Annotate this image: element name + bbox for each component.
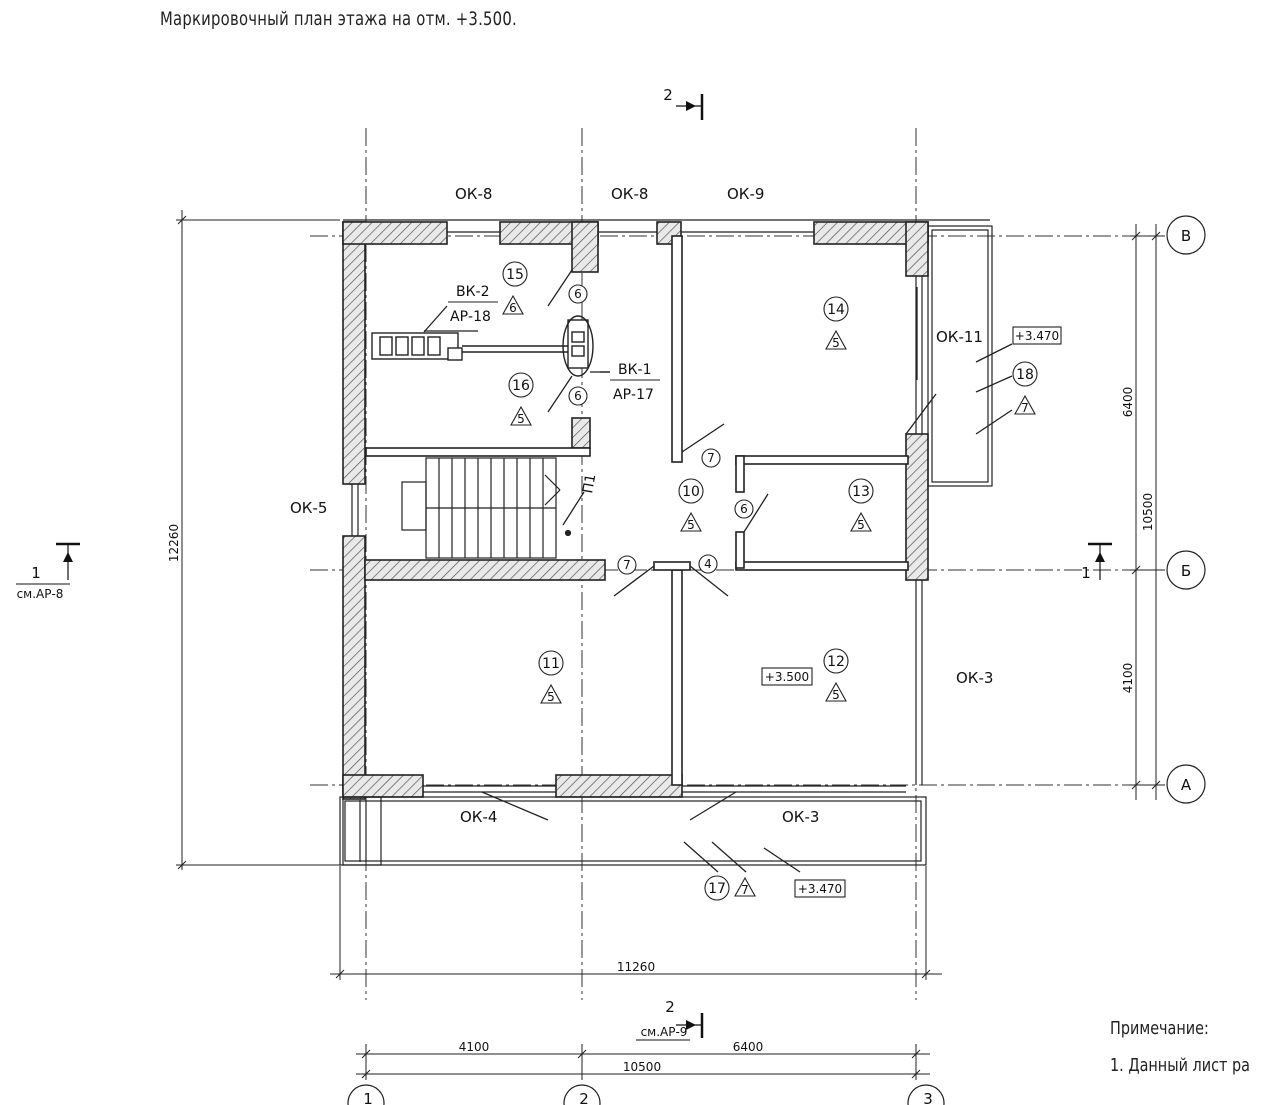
dim-span-left: 4100 — [459, 1040, 490, 1054]
door-mark-5: 7 — [623, 558, 631, 572]
room-type-13: 5 — [857, 518, 865, 532]
room-num-12: 12 — [827, 654, 845, 670]
dim-height-axes: 10500 — [1141, 493, 1155, 531]
door-mark-2: 6 — [574, 389, 582, 403]
room-num-11: 11 — [542, 656, 560, 672]
window-ok5: ОК-5 — [290, 499, 327, 517]
room-type-15: 6 — [509, 301, 517, 315]
note-heading: Примечание: — [1110, 1018, 1209, 1039]
door-mark-4: 6 — [740, 502, 748, 516]
door-mark-labels: 6 6 7 6 7 4 — [574, 287, 748, 572]
room-num-14: 14 — [827, 302, 845, 318]
axis-row-a: А — [1181, 776, 1192, 794]
dim-width-axes: 10500 — [623, 1060, 661, 1074]
level-room-12: +3.500 — [765, 670, 809, 684]
room-type-11: 5 — [547, 690, 555, 704]
section-1-ref: см.АР-8 — [17, 587, 64, 601]
axis-row-v: В — [1181, 227, 1191, 245]
section-1-right: 1 — [1081, 564, 1091, 582]
door-mark-1: 6 — [574, 287, 582, 301]
window-ok11: ОК-11 — [936, 328, 983, 346]
room-tags — [502, 261, 1038, 901]
ventilation-units — [371, 315, 594, 377]
axis-row-b: Б — [1181, 562, 1191, 580]
room-num-17: 17 — [708, 881, 726, 897]
room-num-13: 13 — [852, 484, 870, 500]
label-vk1: ВК-1 — [618, 362, 652, 378]
room-num-15: 15 — [506, 267, 524, 283]
room-num-18: 18 — [1016, 367, 1034, 383]
door-swings — [423, 269, 1013, 873]
window-ok8-mid: ОК-8 — [611, 185, 648, 203]
level-balcony-bottom: +3.470 — [798, 882, 842, 896]
level-balcony-right: +3.470 — [1015, 329, 1059, 343]
dimension-lines — [176, 210, 1165, 1080]
dim-height-top: 6400 — [1121, 387, 1135, 418]
door-mark-3: 7 — [707, 451, 715, 465]
window-ok4: ОК-4 — [460, 808, 497, 826]
room-type-16: 5 — [517, 412, 525, 426]
window-ok3-right: ОК-3 — [956, 669, 993, 687]
window-ok9: ОК-9 — [727, 185, 764, 203]
axis-col-1: 1 — [363, 1090, 373, 1105]
section-2-num: 2 — [665, 998, 675, 1016]
level-marks — [761, 326, 1062, 898]
partitions — [365, 235, 909, 786]
room-type-10: 5 — [687, 518, 695, 532]
outline-thin — [339, 219, 993, 866]
section-2-ref: см.АР-9 — [641, 1025, 688, 1039]
window-ok3-bottom: ОК-3 — [782, 808, 819, 826]
dim-overall-height: 12260 — [167, 524, 181, 562]
dim-span-right: 6400 — [733, 1040, 764, 1054]
label-p1: П1 — [580, 473, 599, 495]
axis-bubbles — [347, 215, 1206, 1105]
label-ar17: АР-17 — [613, 387, 654, 403]
room-numbers: 15 6 16 5 14 5 18 7 10 5 13 5 11 5 12 5 … — [506, 267, 1034, 897]
door-mark-6: 4 — [704, 557, 712, 571]
room-type-14: 5 — [832, 336, 840, 350]
drawing-title: Маркировочный план этажа на отм. +3.500. — [160, 8, 517, 30]
label-vk2: ВК-2 — [456, 284, 490, 300]
section-labels: 2 2 см.АР-9 1 см.АР-8 1 — [17, 86, 1091, 1039]
room-num-10: 10 — [682, 484, 700, 500]
window-labels: ОК-8 ОК-8 ОК-9 ОК-11 ОК-5 ОК-3 ОК-4 ОК-3 — [290, 185, 993, 826]
room-type-17: 7 — [741, 883, 749, 897]
dim-height-bottom: 4100 — [1121, 663, 1135, 694]
room-num-16: 16 — [512, 378, 530, 394]
section-1-num: 1 — [31, 564, 41, 582]
section-marks — [16, 94, 1112, 1041]
room-type-12: 5 — [832, 688, 840, 702]
stairs — [401, 457, 572, 559]
axis-col-2: 2 — [579, 1090, 589, 1105]
door-marks — [568, 284, 754, 575]
equipment-labels: ВК-2 АР-18 ВК-1 АР-17 П1 — [448, 284, 660, 495]
room-type-18: 7 — [1021, 401, 1029, 415]
section-2-top: 2 — [663, 86, 673, 104]
note-line-1: 1. Данный лист ра — [1110, 1055, 1250, 1076]
axis-col-3: 3 — [923, 1090, 933, 1105]
dim-overall-width: 11260 — [617, 960, 655, 974]
axis-labels: В Б А 1 2 3 — [363, 227, 1192, 1105]
label-ar18: АР-18 — [450, 309, 491, 325]
window-ok8-left: ОК-8 — [455, 185, 492, 203]
dimension-values: 11260 4100 6400 10500 12260 10500 6400 4… — [167, 387, 1155, 1074]
